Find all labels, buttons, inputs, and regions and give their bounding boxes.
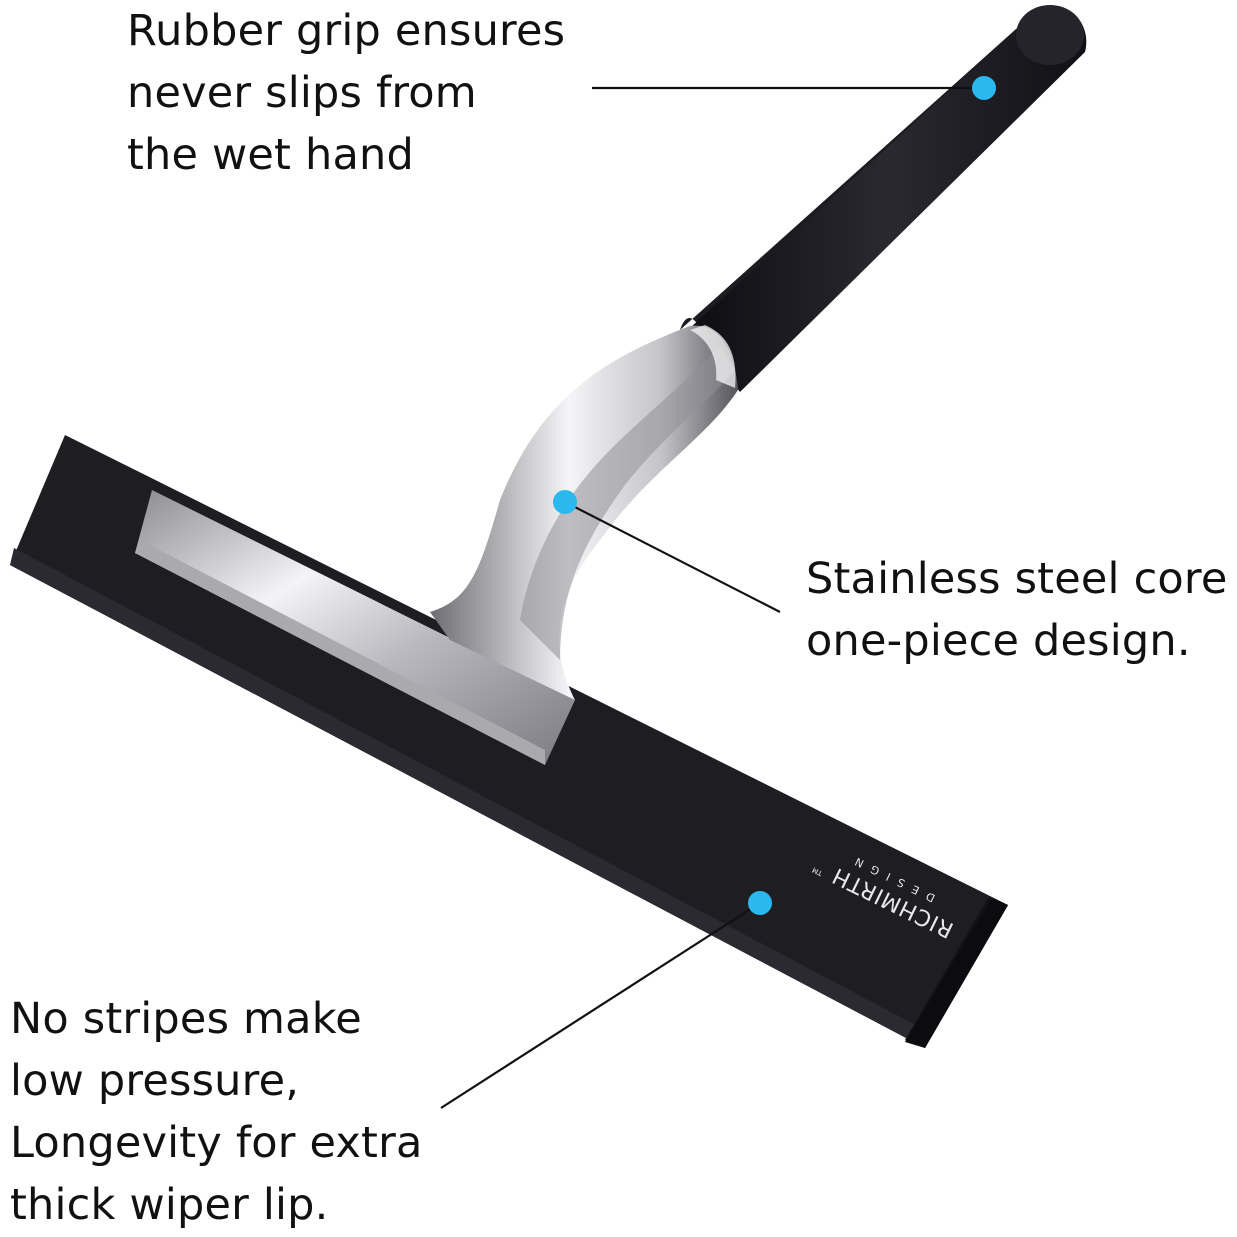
callout-lip-line: No stripes make	[10, 994, 362, 1044]
leader-lines	[440, 86, 984, 1109]
leader-line-core	[564, 501, 781, 613]
callout-core-line: one-piece design.	[806, 616, 1191, 666]
rubber-grip	[680, 5, 1087, 393]
callout-core-line: Stainless steel core	[806, 554, 1228, 604]
callout-lip-line: low pressure,	[10, 1056, 300, 1106]
callout-lip-line: Longevity for extra	[10, 1118, 423, 1168]
callout-grip-line: the wet hand	[127, 130, 414, 180]
callout-core-text: Stainless steel core one-piece design.	[806, 548, 1228, 672]
callout-lip-text: No stripes make low pressure, Longevity …	[10, 988, 423, 1236]
marker-core	[553, 490, 577, 514]
callout-grip-line: Rubber grip ensures	[127, 6, 566, 56]
callout-grip-text: Rubber grip ensures never slips from the…	[127, 0, 565, 186]
callout-grip-line: never slips from	[127, 68, 477, 118]
callout-lip-line: thick wiper lip.	[10, 1180, 329, 1230]
marker-grip	[972, 76, 996, 100]
callout-markers	[553, 76, 996, 915]
leader-line-lip	[440, 902, 761, 1109]
marker-lip	[748, 891, 772, 915]
